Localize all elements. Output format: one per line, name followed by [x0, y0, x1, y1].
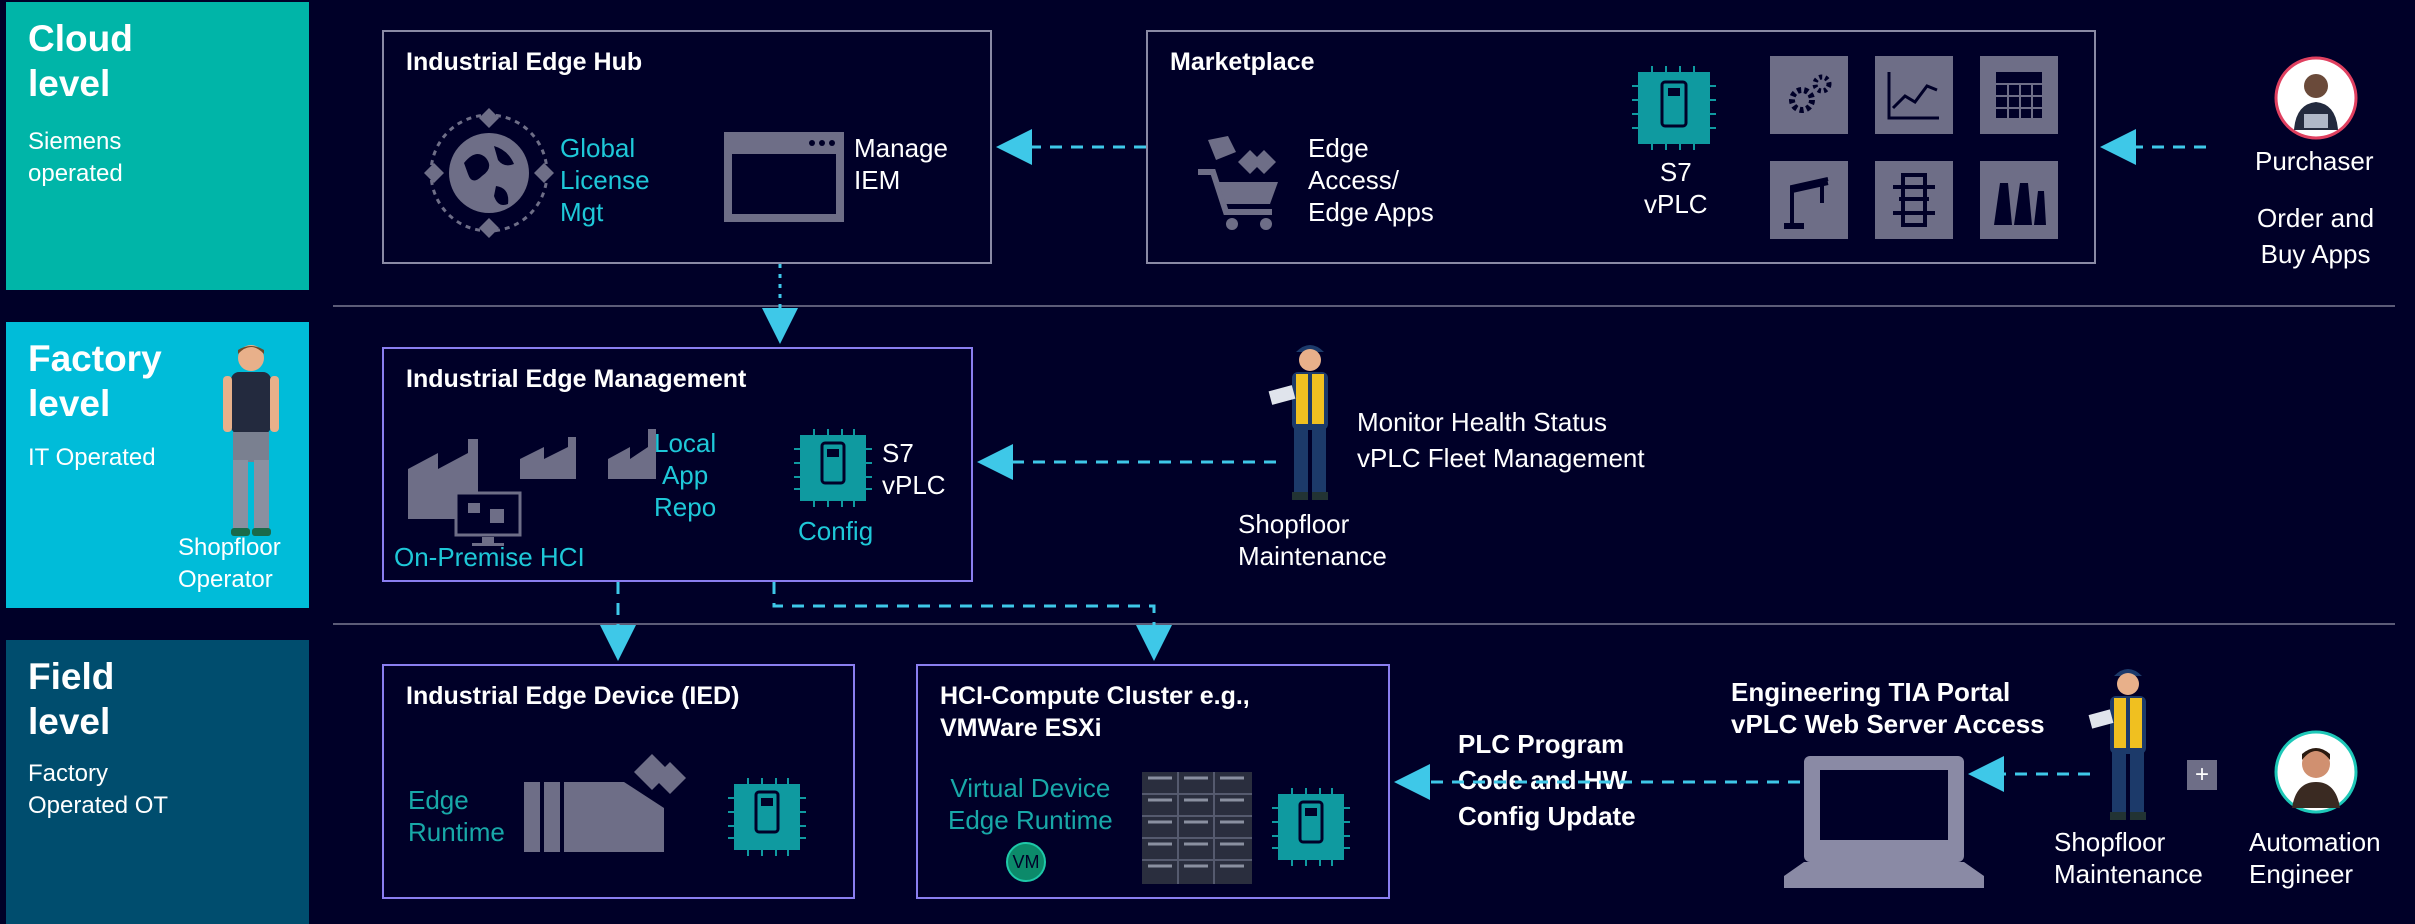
laptop-icon	[1784, 756, 1984, 888]
cloud-level-subtitle: Siemens operated	[28, 128, 123, 187]
hci-cluster-title: HCI-Compute Cluster e.g., VMWare ESXi	[940, 682, 1250, 742]
industrial-edge-hub-title: Industrial Edge Hub	[406, 48, 643, 76]
hci-compute-cluster-box: HCI-Compute Cluster e.g., VMWare ESXi Vi…	[916, 664, 1390, 899]
edge-apps-label: Edge Access/ Edge Apps	[1308, 133, 1434, 227]
marketplace-vplc-label: S7 vPLC	[1644, 157, 1708, 219]
crane-app-tile[interactable]	[1770, 161, 1848, 239]
monitor-icon	[454, 491, 522, 546]
automation-engineer-label: Automation Engineer	[2249, 827, 2381, 889]
globe-icon	[424, 108, 554, 238]
shopfloor-maintenance-engineer-icon	[2088, 669, 2146, 820]
factory-field-separator	[333, 623, 2395, 625]
global-license-label: Global License Mgt	[560, 133, 650, 227]
factory-level-subtitle: IT Operated	[28, 444, 156, 471]
gears-icon	[1789, 74, 1832, 113]
marketplace-box: Marketplace Edge Access/ Edge Apps S7 vP…	[1146, 30, 2096, 264]
engineering-tia-portal-label: Engineering TIA Portal vPLC Web Server A…	[1731, 677, 2045, 739]
shopfloor-operator-icon	[223, 345, 279, 536]
industrial-edge-management-box: Industrial Edge Management Local App Rep…	[382, 347, 973, 582]
factory-level-title: Factory level	[28, 338, 162, 424]
line-chart-icon	[1887, 72, 1939, 120]
calendar-app-tile[interactable]	[1980, 56, 2058, 134]
chart-app-tile[interactable]	[1875, 56, 1953, 134]
factory-level-band: Factory level IT Operated Shopfloor Oper…	[6, 322, 309, 608]
factory-chimneys-icon	[1994, 183, 2046, 225]
ied-title: Industrial Edge Device (IED)	[406, 682, 740, 710]
local-app-repo-label: Local App Repo	[654, 428, 717, 522]
vm-badge: VM	[1006, 842, 1046, 882]
iem-title: Industrial Edge Management	[406, 365, 747, 393]
machine-app-tile[interactable]	[1875, 161, 1953, 239]
edge-device-icon	[524, 754, 686, 852]
purchaser-action-label: Order and Buy Apps	[2257, 203, 2375, 269]
marketplace-title: Marketplace	[1170, 48, 1315, 76]
factory-app-tile[interactable]	[1980, 161, 2058, 239]
cloud-level-band: Cloud level Siemens operated	[6, 2, 309, 290]
shopfloor-maintenance-bottom-label: Shopfloor Maintenance	[2054, 827, 2203, 889]
gears-app-tile[interactable]	[1770, 56, 1848, 134]
purchaser-avatar-icon	[2274, 56, 2358, 140]
manage-iem-label: Manage IEM	[854, 133, 948, 195]
cloud-level-title: Cloud level	[28, 18, 133, 104]
purchaser-label: Purchaser	[2255, 146, 2374, 176]
ied-vplc-chip-icon	[728, 778, 806, 856]
cloud-factory-separator	[333, 305, 2395, 307]
plc-program-update-label: PLC Program Code and HW Config Update	[1458, 729, 1636, 831]
config-label: Config	[798, 516, 874, 546]
ied-edge-runtime-label: Edge Runtime	[408, 785, 505, 847]
plus-label: +	[2194, 761, 2209, 788]
vplc-chip-icon	[1632, 66, 1716, 150]
field-level-title: Field level	[28, 656, 115, 742]
industrial-edge-device-box: Industrial Edge Device (IED) Edge Runtim…	[382, 664, 855, 899]
shopfloor-operator-label: Shopfloor Operator	[178, 534, 281, 593]
industrial-edge-hub-box: Industrial Edge Hub Global License Mgt M…	[382, 30, 992, 264]
iem-to-hci-arrow	[772, 582, 1172, 661]
monitor-health-label: Monitor Health Status vPLC Fleet Managem…	[1357, 407, 1645, 473]
server-rack-icon	[1142, 772, 1252, 884]
plus-badge: +	[2187, 760, 2217, 790]
factory-buildings-icon	[408, 429, 656, 519]
machine-icon	[1893, 173, 1935, 227]
crane-icon	[1784, 177, 1829, 229]
vm-label: VM	[1012, 852, 1040, 872]
automation-engineer-avatar-icon	[2274, 730, 2358, 814]
field-level-band: Field level Factory Operated OT	[6, 640, 309, 924]
iem-vplc-chip-icon	[794, 429, 872, 507]
browser-window-icon	[724, 132, 844, 222]
hci-vplc-chip-icon	[1272, 788, 1350, 866]
on-premise-hci-label: On-Premise HCI	[394, 542, 585, 572]
virtual-device-runtime-label: Virtual Device Edge Runtime	[948, 773, 1113, 835]
calendar-icon	[1996, 72, 2042, 118]
iem-vplc-label: S7 vPLC	[882, 438, 946, 500]
shopfloor-maintenance-worker-icon	[1268, 345, 1328, 500]
shopping-cart-icon	[1198, 136, 1278, 230]
field-level-subtitle: Factory Operated OT	[28, 760, 169, 819]
shopfloor-maintenance-top-label: Shopfloor Maintenance	[1238, 509, 1387, 571]
